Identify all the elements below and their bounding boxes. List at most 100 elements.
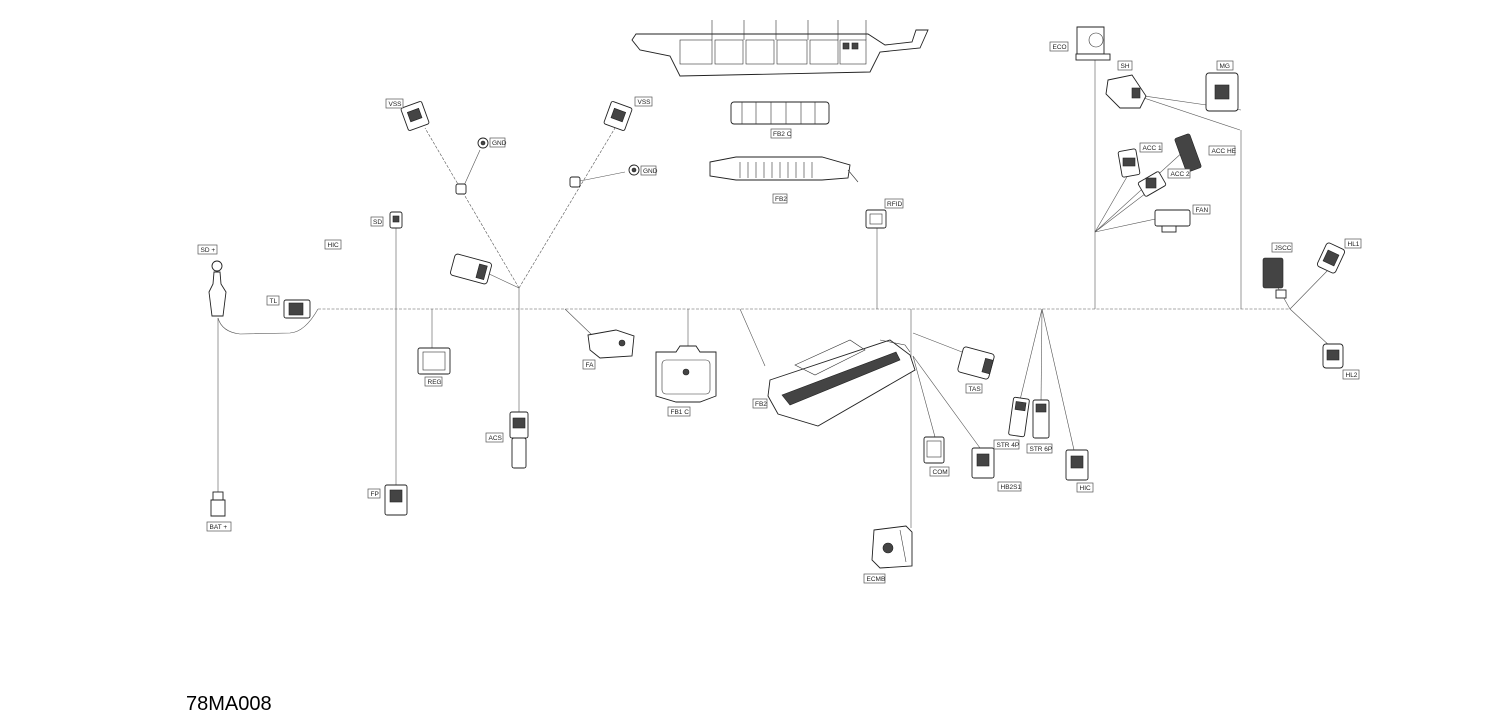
svg-text:FA: FA <box>586 362 595 369</box>
svg-text:HIC: HIC <box>1080 485 1092 492</box>
svg-text:TAS: TAS <box>969 386 982 393</box>
label-sh: SH <box>1117 60 1133 71</box>
svg-text:FB2: FB2 <box>755 401 767 408</box>
svg-text:FAN: FAN <box>1196 207 1209 214</box>
svg-text:FB2: FB2 <box>775 196 787 203</box>
hb2s1-wire <box>912 355 981 449</box>
svg-text:HIC: HIC <box>328 242 340 249</box>
label-acs: ACS <box>485 432 504 443</box>
label-gnd-1: GND <box>489 137 507 148</box>
fa-connector <box>587 329 635 359</box>
sd-connector <box>389 211 403 229</box>
hl2-wire <box>1289 308 1333 349</box>
label-jscc: JSCC <box>1271 242 1293 253</box>
jscc-connector <box>1262 257 1287 299</box>
gnd1-eyelet <box>455 137 489 195</box>
label-hic-right: HIC <box>1076 482 1094 493</box>
label-hb2s1: HB2S1 <box>997 481 1021 492</box>
label-fa: FA <box>582 359 596 370</box>
eco-connector <box>1075 26 1111 61</box>
acc2-wire <box>1094 189 1151 233</box>
bat-plus-terminal <box>210 491 226 517</box>
svg-text:ECMB: ECMB <box>867 576 886 583</box>
label-acc2: ACC 2 <box>1167 168 1191 179</box>
svg-text:HL2: HL2 <box>1346 372 1358 379</box>
reg-connector <box>417 347 451 375</box>
label-rfid: RFID <box>884 198 904 209</box>
fan-wire <box>1094 217 1161 233</box>
svg-text:GND: GND <box>492 140 507 147</box>
label-sd-plus: SD + <box>197 244 218 255</box>
hic-right-connector <box>1065 449 1089 481</box>
tl-connector <box>283 299 311 319</box>
wiring <box>217 60 1333 528</box>
label-hic-left: HIC <box>324 239 342 250</box>
str4p-connector <box>1008 396 1030 438</box>
hub-connector <box>450 253 492 285</box>
tas-connector <box>957 346 995 380</box>
svg-text:ACC HE: ACC HE <box>1212 148 1237 155</box>
hl1-wire <box>1289 267 1331 310</box>
svg-text:FB1 C: FB1 C <box>671 409 690 416</box>
svg-text:SD +: SD + <box>201 247 216 254</box>
label-fb2-lower: FB2 <box>752 398 768 409</box>
label-fb2c: FB2 C <box>770 128 792 139</box>
svg-text:FP: FP <box>371 491 379 498</box>
label-fp: FP <box>367 488 381 499</box>
fb2-wire <box>739 308 766 367</box>
svg-text:COM: COM <box>933 469 948 476</box>
fb2-fuse-box <box>767 339 916 427</box>
svg-text:VSS: VSS <box>389 101 403 108</box>
svg-text:ACS: ACS <box>489 435 503 442</box>
label-fan: FAN <box>1192 204 1211 215</box>
acche-wire <box>1094 149 1186 233</box>
label-sd: SD <box>370 216 384 227</box>
str4p-wire <box>1019 308 1043 401</box>
svg-text:HL1: HL1 <box>1348 241 1360 248</box>
fa-wire <box>564 308 593 336</box>
svg-text:GND: GND <box>643 168 658 175</box>
label-fb2-upper: FB2 <box>772 193 788 204</box>
svg-text:TL: TL <box>270 298 278 305</box>
fp-connector <box>384 484 408 516</box>
fb2c-connector <box>730 101 830 125</box>
diagram-code: 78MA008 <box>186 693 272 715</box>
fb1c-connector <box>655 345 717 403</box>
vss2-connector <box>603 101 633 131</box>
hub-vss1-wire <box>424 127 520 289</box>
label-tl: TL <box>266 295 280 306</box>
tl-wire <box>217 308 319 335</box>
svg-text:STR 6P: STR 6P <box>1030 446 1053 453</box>
hub-vss2-wire <box>518 127 616 289</box>
sd-plus-terminal <box>208 260 227 317</box>
acc-he-connector <box>1174 133 1202 173</box>
label-fb1c: FB1 C <box>667 406 691 417</box>
svg-text:JSCC: JSCC <box>1275 245 1292 252</box>
fb2-top-connector <box>709 156 859 183</box>
label-bat-plus: BAT + <box>206 521 232 532</box>
label-acc1: ACC 1 <box>1139 142 1163 153</box>
mg-connector <box>1205 72 1239 112</box>
hb2s1-connector <box>971 447 995 479</box>
hub-gnd2-wire <box>574 171 626 183</box>
hl2-connector <box>1322 343 1344 369</box>
label-vss-left: VSS <box>385 98 404 109</box>
hub-conn-wire <box>484 271 520 289</box>
tas-wire <box>912 332 963 353</box>
label-str6p: STR 6P <box>1026 443 1053 454</box>
acc2-connector <box>1137 171 1167 197</box>
svg-text:ECO: ECO <box>1053 44 1067 51</box>
svg-text:SD: SD <box>373 219 382 226</box>
str6p-wire <box>1040 308 1043 403</box>
str6p-connector <box>1032 399 1050 439</box>
acc1-wire <box>1094 174 1129 233</box>
hic-right-wire <box>1041 308 1075 451</box>
acc1-connector <box>1117 148 1141 178</box>
connectors <box>208 20 1346 569</box>
label-acc-he: ACC HE <box>1208 145 1237 156</box>
rfid-connector <box>865 209 887 229</box>
hl1-connector <box>1316 242 1346 274</box>
label-gnd-2: GND <box>640 165 658 176</box>
svg-text:SH: SH <box>1121 63 1130 70</box>
